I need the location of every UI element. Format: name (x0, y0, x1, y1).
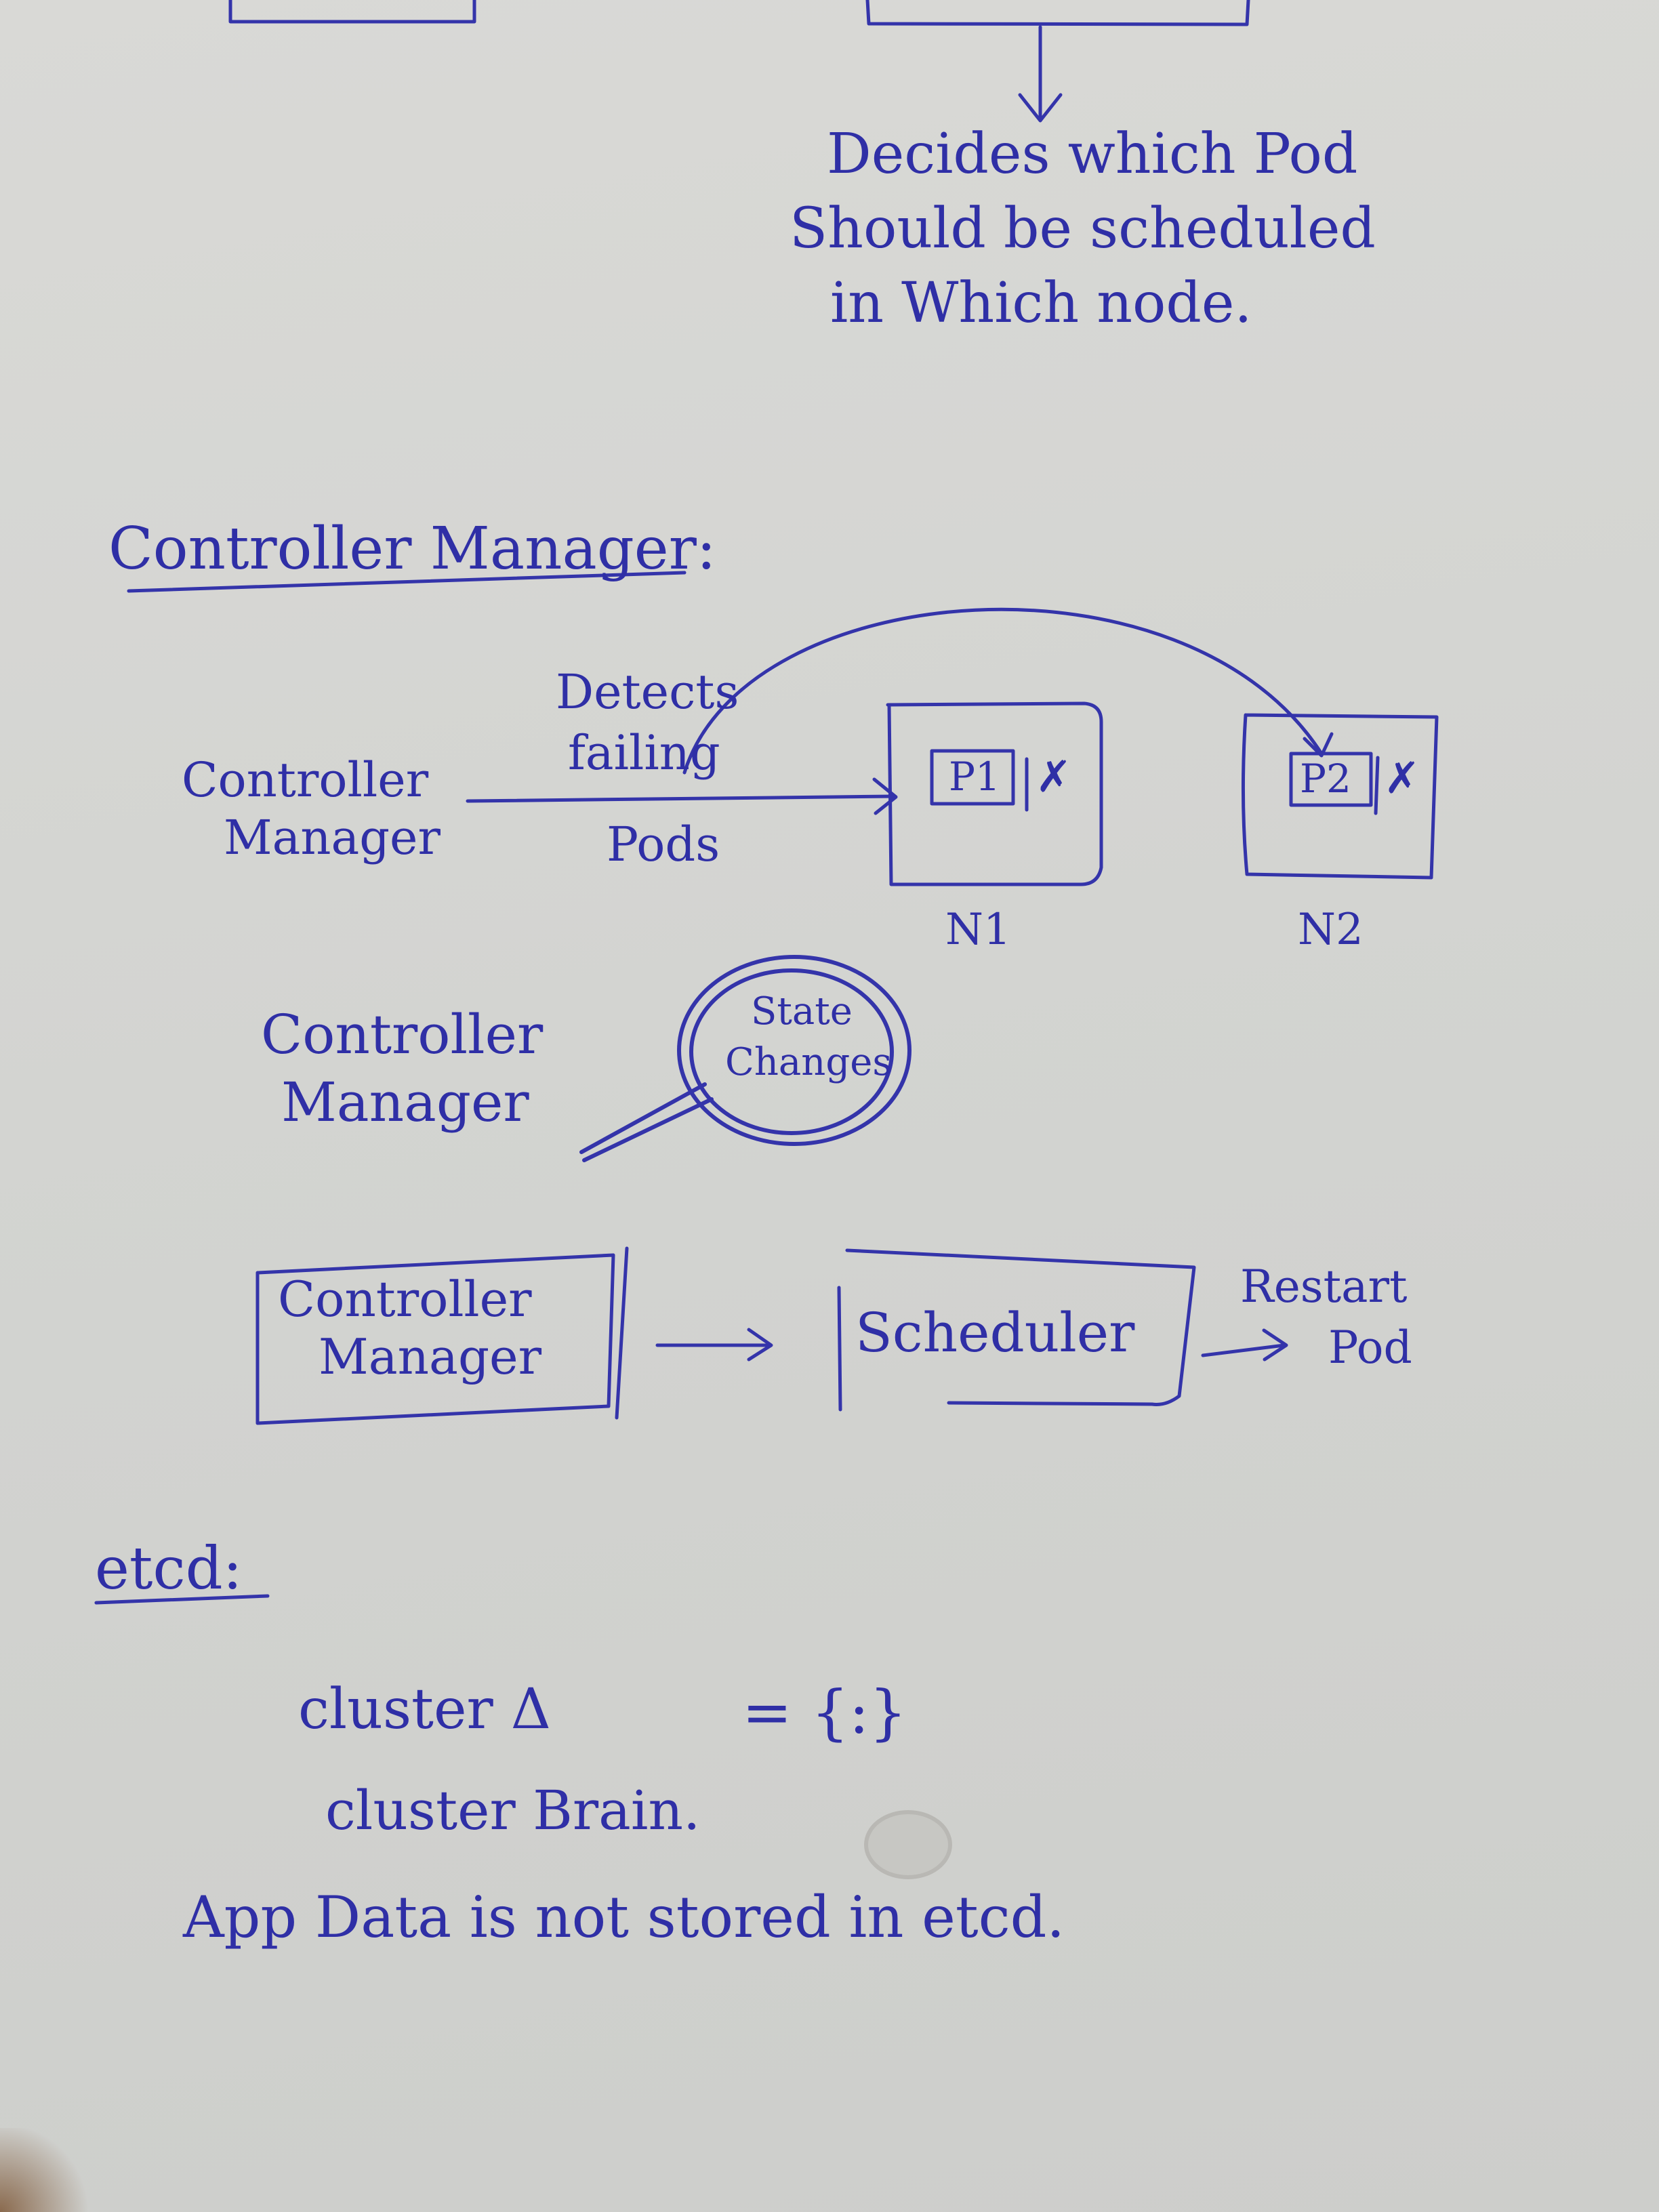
scheduler-box (845, 1248, 1196, 1406)
node-n1-label: N1 (945, 905, 1011, 955)
box1-line1: Controller (278, 1271, 532, 1328)
curved-arrow-to-n2 (682, 607, 1324, 775)
d1-source-line2: Manager (224, 810, 441, 865)
p2-failed-mark: ✗ (1384, 754, 1420, 804)
etcd-heading: etcd: (95, 1535, 243, 1603)
controller-manager-box (255, 1253, 615, 1425)
down-arrowhead (1018, 93, 1063, 123)
magnifier-handle-top (579, 1082, 707, 1154)
arrowhead-restart (1262, 1328, 1288, 1361)
note-line-2: Should be scheduled (790, 197, 1376, 261)
restart-line2: Pod (1328, 1322, 1412, 1374)
d1-arrow-label-3: Pods (607, 817, 720, 872)
node-n2-label: N2 (1298, 905, 1364, 955)
lens-text-1: State (751, 989, 853, 1033)
note-line-3: in Which node. (830, 271, 1252, 335)
node-n2-box (1241, 713, 1439, 880)
paper-smudge (864, 1810, 952, 1879)
magnifier-outer-ring (677, 955, 912, 1146)
pod-p2-label: P2 (1300, 756, 1351, 802)
d2-label-line2: Manager (281, 1071, 529, 1134)
d1-source-line1: Controller (182, 752, 429, 808)
curved-arrowhead (1303, 732, 1334, 758)
corner-shadow (0, 2128, 95, 2212)
etcd-line1-right: = {:} (742, 1677, 907, 1747)
etcd-line1-left: cluster Δ (298, 1677, 552, 1742)
p2-separator (1374, 756, 1380, 815)
note-line-1: Decides which Pod (827, 122, 1358, 186)
pod-p1-box (930, 749, 1015, 806)
heading-underline (127, 571, 687, 593)
etcd-line3: App Data is not stored in etcd. (183, 1884, 1065, 1950)
top-right-box-fragment (865, 0, 1250, 26)
top-left-box-fragment (228, 0, 476, 24)
controller-box-edge (615, 1246, 629, 1420)
arrowhead-n1 (872, 777, 898, 815)
arrowhead-scheduler (747, 1328, 773, 1361)
node-n1-box (886, 701, 1103, 886)
magnifier-inner-ring (689, 968, 894, 1135)
magnifier-handle-bottom (582, 1097, 714, 1162)
restart-line1: Restart (1240, 1261, 1408, 1313)
scheduler-label: Scheduler (855, 1301, 1135, 1364)
d1-arrow-label-1: Detects (556, 664, 739, 720)
controller-heading: Controller Manager: (108, 515, 716, 583)
etcd-line2: cluster Brain. (325, 1779, 701, 1842)
p1-failed-mark: ✗ (1036, 752, 1072, 802)
scheduler-box-left (837, 1286, 842, 1412)
arrow-to-restart (1201, 1343, 1286, 1357)
pod-p1-label: P1 (949, 754, 1000, 800)
d2-label-line1: Controller (261, 1003, 544, 1066)
lens-text-2: Changes (725, 1040, 893, 1084)
box1-line2: Manager (319, 1328, 542, 1385)
etcd-underline (94, 1594, 270, 1605)
arrow-to-n1 (466, 794, 897, 803)
pod-p2-box (1289, 752, 1373, 807)
d1-arrow-label-2: failing (568, 725, 720, 781)
